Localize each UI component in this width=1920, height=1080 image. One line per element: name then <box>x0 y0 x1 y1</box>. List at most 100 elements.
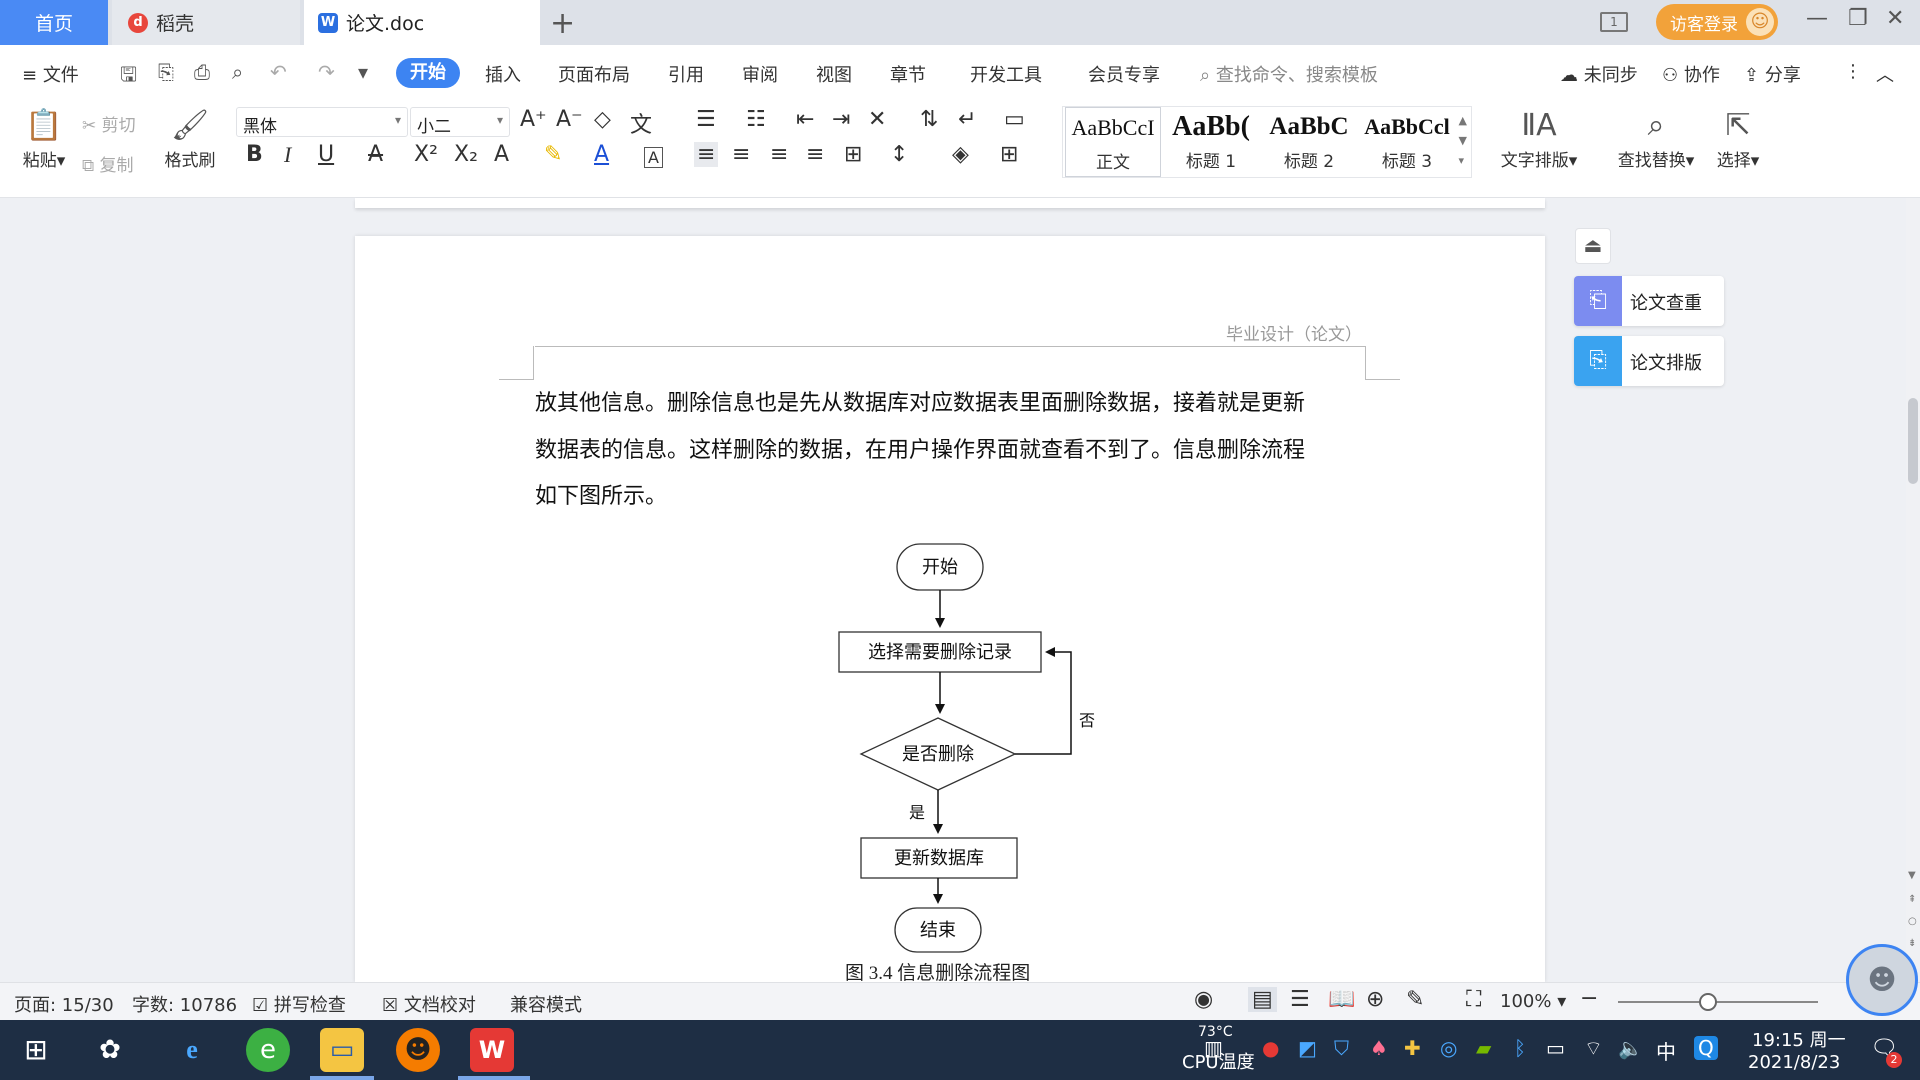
align-left-icon[interactable]: ≡ <box>694 142 719 167</box>
page-view-icon[interactable]: ▤ <box>1248 987 1277 1012</box>
bullets-icon[interactable]: ☰ <box>696 107 716 132</box>
prev-page-icon[interactable]: ⇞ <box>1908 894 1917 905</box>
zoom-slider[interactable] <box>1618 1001 1818 1003</box>
font-color-icon[interactable]: A <box>594 142 610 167</box>
vertical-scrollbar[interactable]: ▼ ⇞ ○ ⇟ <box>1906 198 1920 1018</box>
tray-circle-icon[interactable]: ◎ <box>1440 1036 1458 1060</box>
distributed-icon[interactable]: ⊞ <box>844 142 863 167</box>
show-marks-icon[interactable]: ↵ <box>958 107 977 132</box>
style-heading-3[interactable]: AaBbCcl 标题 3 <box>1359 107 1455 177</box>
restore-icon[interactable]: ❐ <box>1848 6 1868 31</box>
tab-start[interactable]: 开始 <box>396 58 460 88</box>
panel-collapse-button[interactable]: ⏏ <box>1575 228 1611 264</box>
minimize-icon[interactable]: — <box>1806 6 1828 31</box>
numbering-icon[interactable]: ☷ <box>746 107 766 132</box>
format-painter-button[interactable]: 🖌 格式刷 <box>160 106 220 171</box>
tab-home[interactable]: 首页 <box>0 0 108 45</box>
collapse-ribbon-icon[interactable]: ︿ <box>1876 65 1894 86</box>
underline-icon[interactable]: U <box>318 142 335 167</box>
close-icon[interactable]: ✕ <box>1886 6 1905 31</box>
tab-document[interactable]: W 论文.doc <box>304 0 540 45</box>
tab-insert[interactable]: 插入 <box>485 65 521 86</box>
select-browse-icon[interactable]: ○ <box>1908 916 1917 927</box>
browser-360-icon[interactable]: e <box>246 1028 290 1072</box>
char-border-icon[interactable]: A <box>644 147 663 168</box>
print-icon[interactable]: ⎙ <box>194 60 210 84</box>
tab-daoke[interactable]: d 稻壳 <box>112 0 300 45</box>
sort-icon[interactable]: ⇅ <box>920 107 939 132</box>
pinwheel-app-icon[interactable]: ✿ <box>99 1035 121 1065</box>
page-indicator[interactable]: 页面: 15/30 <box>14 995 114 1016</box>
style-heading-1[interactable]: AaBb( 标题 1 <box>1163 107 1259 177</box>
justify-icon[interactable]: ≡ <box>806 142 825 167</box>
zoom-slider-handle[interactable] <box>1699 993 1717 1011</box>
customize-toolbar-icon[interactable]: ▾ <box>358 60 369 84</box>
shield-icon[interactable]: ⛉ <box>1334 1036 1349 1060</box>
thesis-layout-button[interactable]: ⎘ 论文排版 <box>1574 336 1724 386</box>
tab-review[interactable]: 审阅 <box>742 65 778 86</box>
clock-date[interactable]: 2021/8/23 <box>1748 1052 1841 1073</box>
cut-button[interactable]: ✂ 剪切 <box>82 111 136 136</box>
volume-icon[interactable]: 🔈 <box>1618 1036 1643 1060</box>
ime-indicator[interactable]: 中 <box>1656 1040 1676 1064</box>
file-menu[interactable]: ≡ 文件 <box>22 65 79 86</box>
scroll-down-icon[interactable]: ▼ <box>1908 870 1916 881</box>
assistant-robot-icon[interactable]: ☻ <box>1846 944 1918 1016</box>
outline-view-icon[interactable]: ☰ <box>1290 987 1310 1012</box>
style-heading-2[interactable]: AaBbC 标题 2 <box>1261 107 1357 177</box>
body-paragraph[interactable]: 放其他信息。删除信息也是先从数据库对应数据表里面删除数据，接着就是更新 数据表的… <box>535 380 1375 520</box>
grow-font-icon[interactable]: A⁺ <box>520 107 547 132</box>
tab-references[interactable]: 引用 <box>668 65 704 86</box>
phonetic-icon[interactable]: 文 <box>630 113 653 138</box>
text-layout-button[interactable]: ⅡA 文字排版▾ <box>1494 106 1584 171</box>
write-mode-icon[interactable]: ✎ <box>1406 987 1425 1012</box>
print-preview-icon[interactable]: ⌕ <box>232 60 244 84</box>
cpu-monitor-icon[interactable]: ▥ <box>1204 1036 1223 1060</box>
style-normal[interactable]: AaBbCcI 正文 <box>1065 107 1161 177</box>
search-app-icon[interactable]: Q <box>1694 1036 1718 1060</box>
plus-app-icon[interactable]: ✚ <box>1404 1036 1421 1060</box>
find-replace-button[interactable]: ⌕ 查找替换▾ <box>1610 106 1702 171</box>
tab-member[interactable]: 会员专享 <box>1088 65 1160 86</box>
collaborate-button[interactable]: ⚇ 协作 <box>1662 61 1720 87</box>
file-explorer-icon[interactable]: ▭ <box>320 1028 364 1072</box>
increase-indent-icon[interactable]: ⇥ <box>832 107 851 132</box>
borders-icon[interactable]: ⊞ <box>1000 142 1019 167</box>
reading-mode-icon[interactable]: 1 <box>1600 12 1628 32</box>
fit-page-icon[interactable]: ⛶ <box>1466 987 1482 1012</box>
bluetooth-icon[interactable]: ᛒ <box>1514 1036 1526 1060</box>
undo-icon[interactable]: ↶ <box>270 60 287 84</box>
app-face-icon[interactable]: ☻ <box>396 1028 440 1072</box>
scroll-thumb[interactable] <box>1908 398 1918 484</box>
share-button[interactable]: ⇪ 分享 <box>1744 61 1801 87</box>
tab-chapter[interactable]: 章节 <box>890 65 926 86</box>
subscript-icon[interactable]: X₂ <box>454 142 478 167</box>
web-view-icon[interactable]: ⊕ <box>1366 987 1385 1012</box>
align-center-icon[interactable]: ≡ <box>732 142 751 167</box>
wifi-icon[interactable]: ⌔ <box>1584 1036 1603 1060</box>
strikethrough-icon[interactable]: A <box>368 142 384 167</box>
shading-icon[interactable]: ◈ <box>952 142 969 167</box>
document-page[interactable]: 毕业设计（论文） 放其他信息。删除信息也是先从数据库对应数据表里面删除数据，接着… <box>355 236 1545 982</box>
clear-format-icon[interactable]: ◇ <box>594 107 611 132</box>
redo-icon[interactable]: ↷ <box>318 60 335 84</box>
wps-app-icon[interactable]: W <box>470 1028 514 1072</box>
word-count[interactable]: 字数: 10786 <box>132 995 238 1016</box>
tray-network-app-icon[interactable]: ◩ <box>1298 1036 1317 1060</box>
copy-button[interactable]: ⧉ 复制 <box>82 151 134 176</box>
chinese-layout-icon[interactable]: ✕ <box>868 107 887 132</box>
visitor-login-button[interactable]: 访客登录 ☺ <box>1656 4 1778 40</box>
italic-icon[interactable]: I <box>284 142 292 167</box>
eye-protect-icon[interactable]: ◉ <box>1194 987 1214 1012</box>
command-search[interactable]: ⌕ 查找命令、搜索模板 <box>1200 61 1378 87</box>
windows-start-icon[interactable]: ⊞ <box>24 1033 48 1066</box>
reading-view-icon[interactable]: 📖 <box>1328 987 1356 1012</box>
zoom-select[interactable]: 100% ▾ <box>1500 991 1567 1012</box>
more-icon[interactable]: ⋮ <box>1844 61 1862 82</box>
zoom-out-icon[interactable]: − <box>1580 986 1599 1011</box>
line-spacing-icon[interactable]: ↕ <box>890 142 909 167</box>
clock-time[interactable]: 19:15 周一 <box>1752 1030 1846 1051</box>
tab-page-layout[interactable]: 页面布局 <box>558 65 630 86</box>
new-tab-button[interactable]: + <box>550 6 576 41</box>
font-name-select[interactable]: 黑体 <box>236 107 408 137</box>
